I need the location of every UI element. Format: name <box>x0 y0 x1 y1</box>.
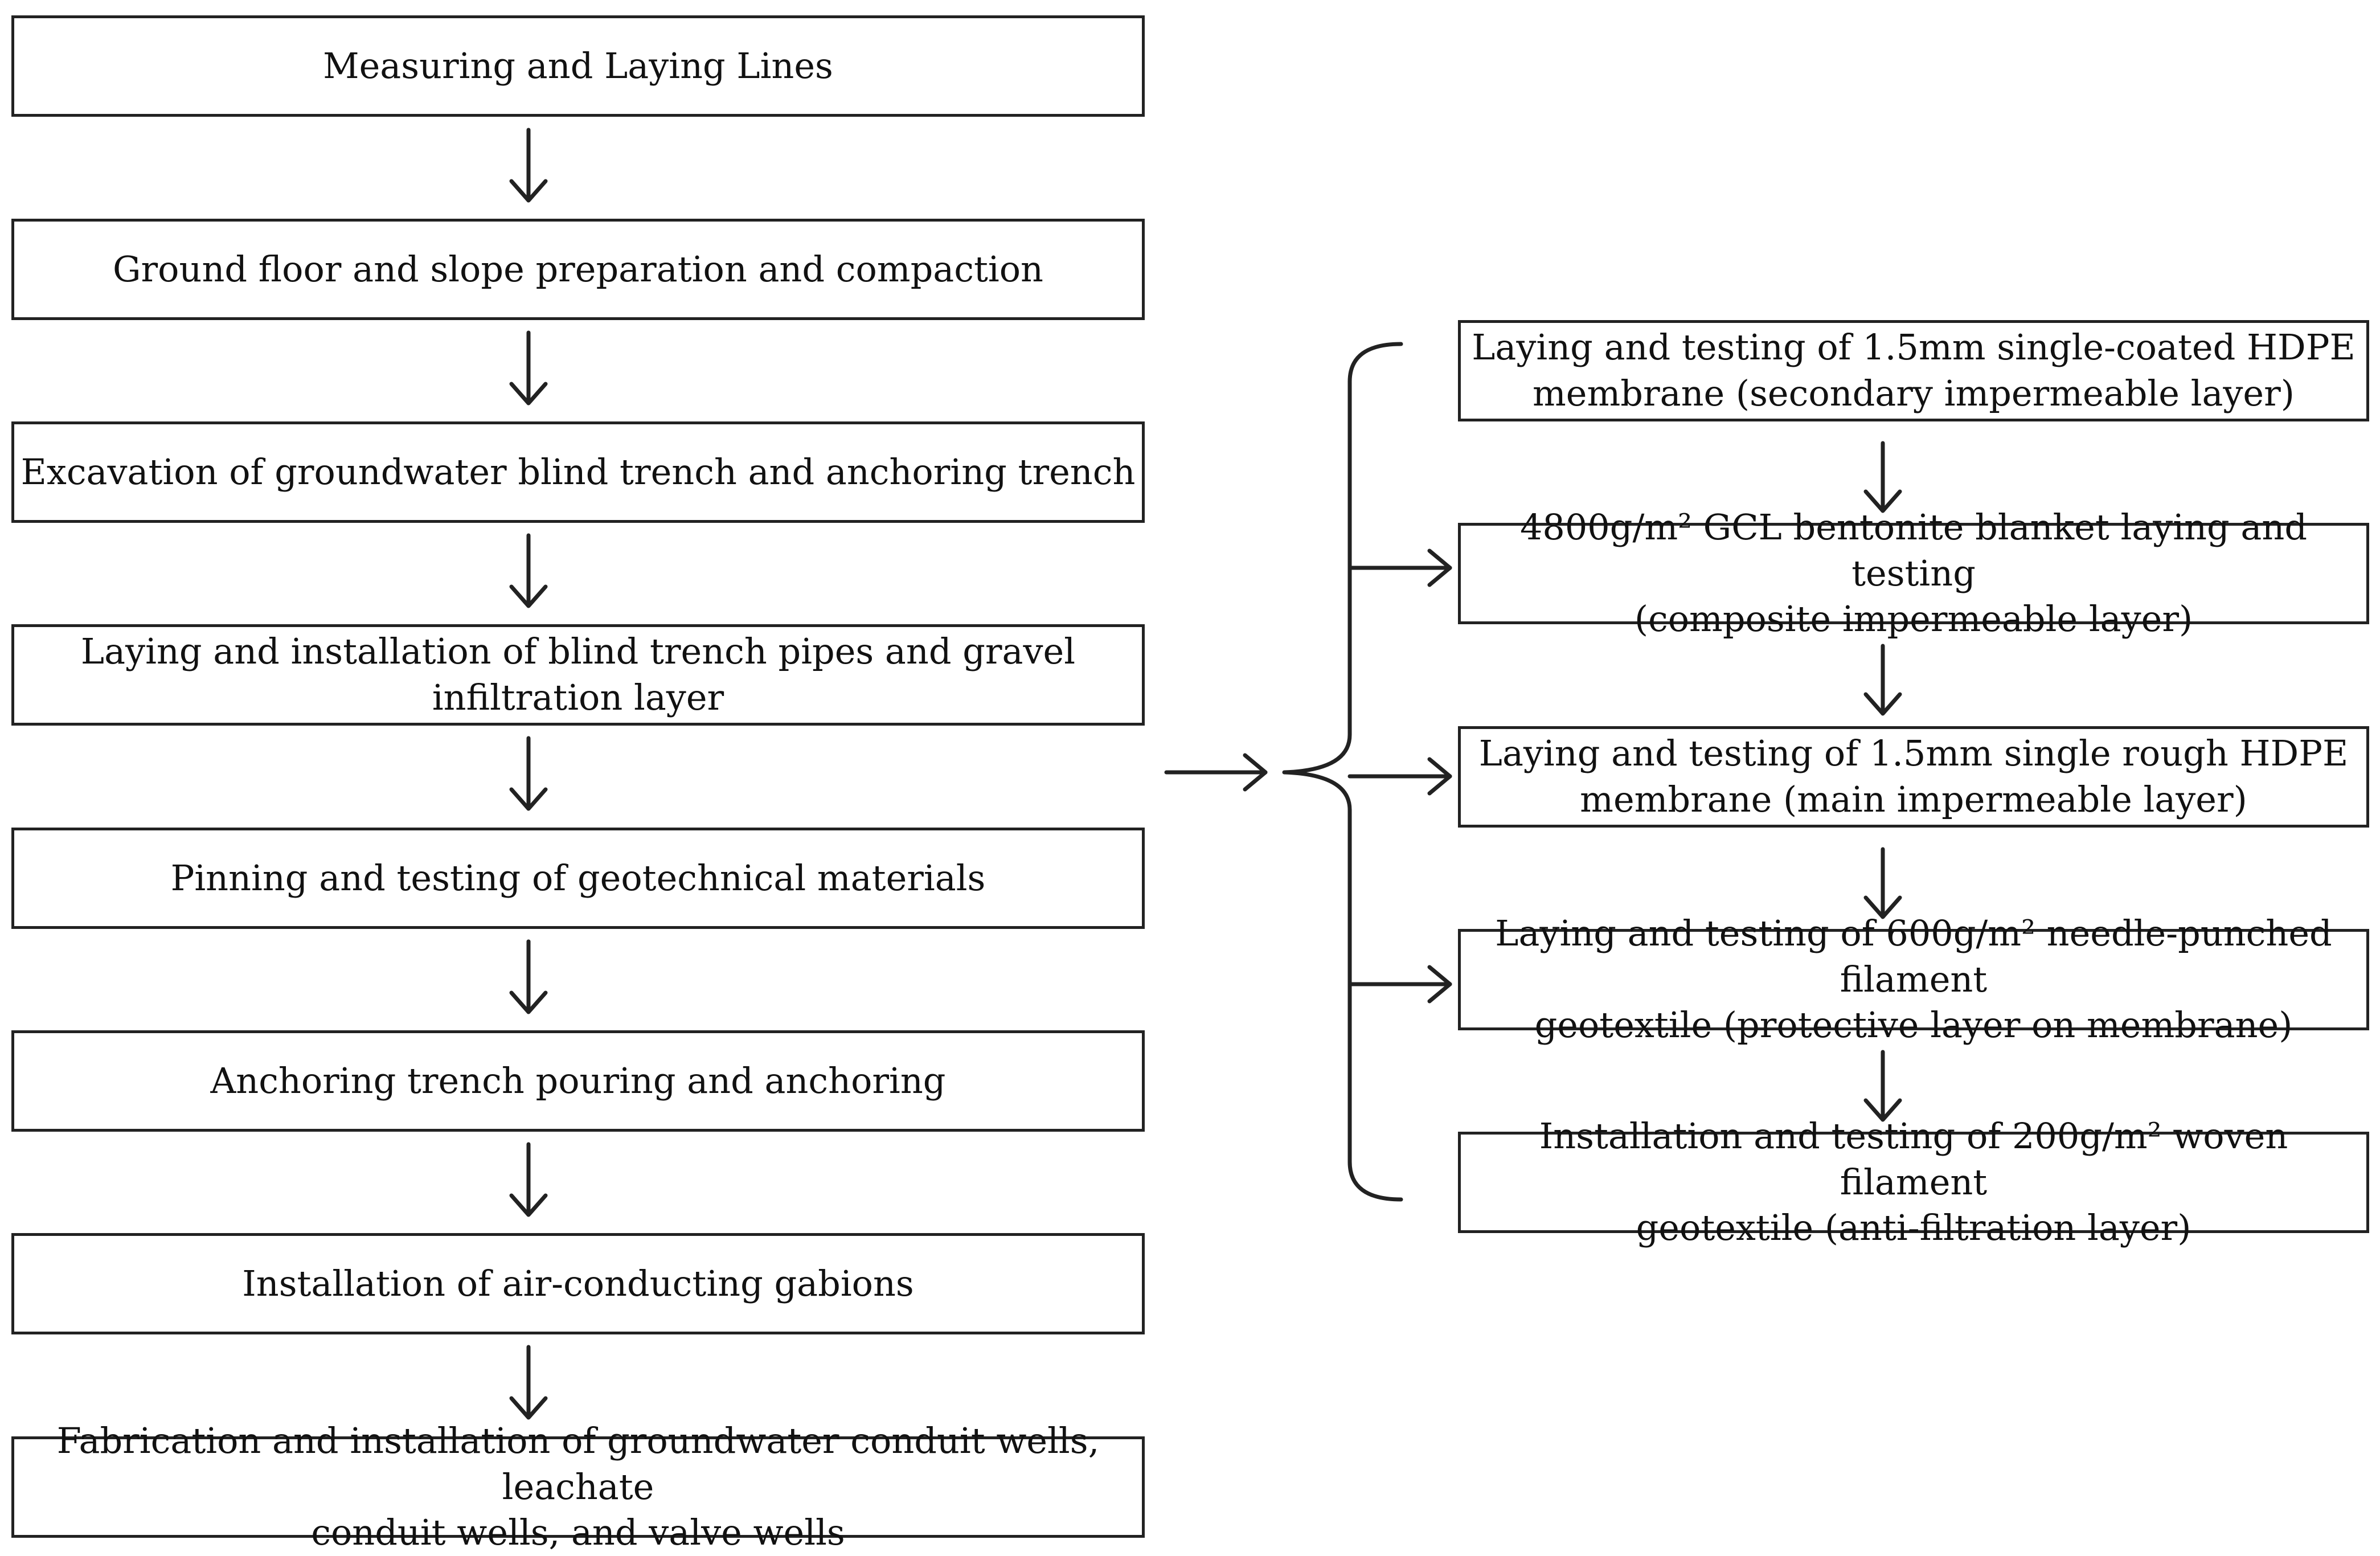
sub-step-label: Laying and testing of 1.5mm single-coate… <box>1472 326 2356 414</box>
down-arrow-icon <box>509 330 548 406</box>
sub-step-box: Laying and testing of 600g/m² needle-pun… <box>1458 912 2369 1046</box>
step-box: Excavation of groundwater blind trench a… <box>11 421 1145 523</box>
down-arrow-icon <box>1863 644 1902 716</box>
sub-step-label: Laying and testing of 600g/m² needle-pun… <box>1495 912 2332 1046</box>
step-box: Fabrication and installation of groundwa… <box>11 1420 1145 1553</box>
sub-step-box: 4800g/m² GCL bentonite blanket laying an… <box>1458 506 2369 640</box>
step-box: Ground floor and slope preparation and c… <box>11 219 1145 320</box>
down-arrow-icon <box>1863 847 1902 919</box>
step-box: Installation of air-conducting gabions <box>11 1233 1145 1334</box>
step-label: Anchoring trench pouring and anchoring <box>210 1059 946 1102</box>
sub-step-label: 4800g/m² GCL bentonite blanket laying an… <box>1519 506 2308 640</box>
down-arrow-icon <box>509 128 548 203</box>
down-arrow-icon <box>1863 1050 1902 1122</box>
right-arrow-icon <box>1347 548 1452 587</box>
step-box: Pinning and testing of geotechnical mate… <box>11 828 1145 929</box>
sub-step-box: Installation and testing of 200g/m² wove… <box>1458 1115 2369 1248</box>
down-arrow-icon <box>509 939 548 1014</box>
step-box: Measuring and Laying Lines <box>11 15 1145 117</box>
down-arrow-icon <box>509 1345 548 1420</box>
step-label: Installation of air-conducting gabions <box>242 1262 914 1304</box>
down-arrow-icon <box>509 533 548 608</box>
step-label: Measuring and Laying Lines <box>323 44 833 87</box>
sub-step-label: Installation and testing of 200g/m² wove… <box>1539 1115 2288 1249</box>
sub-step-box: Laying and testing of 1.5mm single rough… <box>1458 726 2369 828</box>
step-label: Excavation of groundwater blind trench a… <box>21 451 1136 493</box>
right-arrow-icon <box>1347 965 1452 1004</box>
down-arrow-icon <box>509 736 548 811</box>
down-arrow-icon <box>1863 441 1902 513</box>
step-box: Anchoring trench pouring and anchoring <box>11 1030 1145 1132</box>
step-label: Ground floor and slope preparation and c… <box>113 248 1043 290</box>
down-arrow-icon <box>509 1142 548 1217</box>
sub-step-box: Laying and testing of 1.5mm single-coate… <box>1458 320 2369 421</box>
step-label: Laying and installation of blind trench … <box>80 630 1076 718</box>
sub-step-label: Laying and testing of 1.5mm single rough… <box>1478 732 2349 820</box>
step-label: Pinning and testing of geotechnical mate… <box>170 857 986 899</box>
right-arrow-icon <box>1347 757 1452 796</box>
step-label: Fabrication and installation of groundwa… <box>56 1420 1100 1554</box>
curly-brace <box>1282 342 1403 1202</box>
right-arrow-icon <box>1164 753 1268 792</box>
step-box: Laying and installation of blind trench … <box>11 624 1145 726</box>
